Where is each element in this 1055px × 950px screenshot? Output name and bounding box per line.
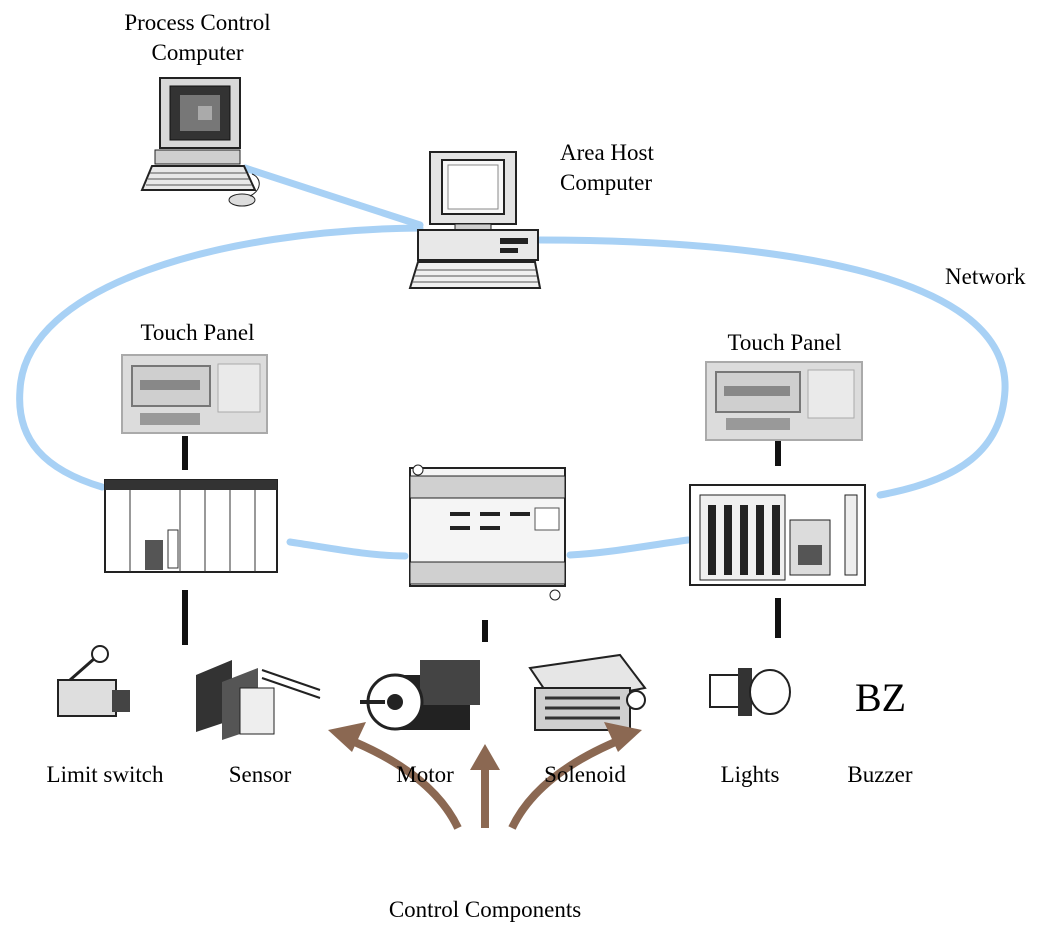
light-icon [709, 668, 791, 716]
sensor-label: Sensor [228, 762, 292, 787]
network-plc-center-right [566, 536, 692, 559]
computer-icon [408, 151, 542, 289]
network-label: Network [945, 264, 1026, 289]
process-control-computer-label: Process Control Computer [124, 10, 271, 65]
touch-panel-right-label: Touch Panel [727, 330, 842, 355]
touch-panel-icon [121, 354, 268, 434]
limit-switch-label: Limit switch [46, 762, 164, 787]
lights-label: Lights [720, 762, 780, 787]
network-to-process-computer [241, 164, 424, 229]
motor-label: Motor [396, 762, 454, 787]
computer-icon [140, 77, 260, 207]
buzzer-label: Buzzer [847, 762, 913, 787]
plc-icon [104, 479, 278, 573]
touch-panel-left-label: Touch Panel [140, 320, 255, 345]
plc-icon [689, 484, 866, 586]
motor-icon [360, 660, 480, 731]
solenoid-label: Solenoid [544, 762, 626, 787]
control-components-label: Control Components [388, 897, 582, 922]
network-ring [16, 224, 424, 491]
plc-icon [409, 464, 566, 601]
limit-switch-icon [57, 645, 130, 717]
sensor-icon [196, 660, 321, 740]
control-components-arrows [328, 722, 642, 830]
solenoid-icon [528, 653, 647, 731]
touch-panel-icon [705, 361, 863, 441]
buzzer-symbol: BZ [855, 675, 907, 720]
network-ring [536, 236, 1009, 499]
area-host-computer-label: Area Host Computer [560, 140, 654, 195]
network-plc-left-center [286, 538, 409, 560]
